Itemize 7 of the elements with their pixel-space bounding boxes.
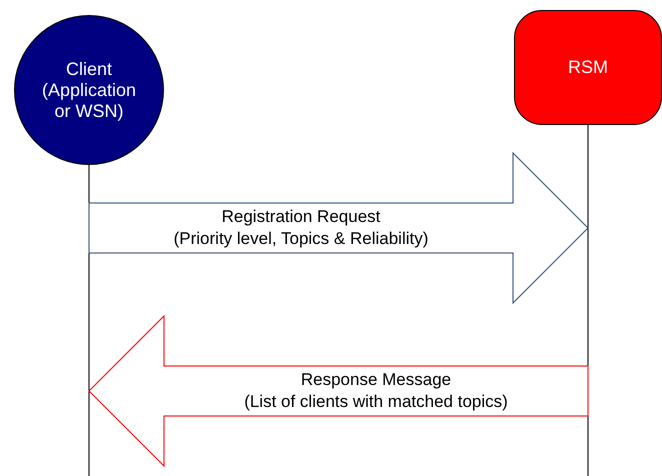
actor-label: Client (Application or WSN) [40, 58, 138, 122]
actor-label: RSM [567, 57, 609, 78]
actor-box [514, 10, 662, 125]
block-arrow [88, 314, 588, 468]
block-arrow [88, 152, 589, 304]
edge-label: Response Message (List of clients with matched topics) [244, 369, 508, 413]
edge-label: Registration Request (Priority level, Topics & Reliability) [174, 206, 428, 250]
